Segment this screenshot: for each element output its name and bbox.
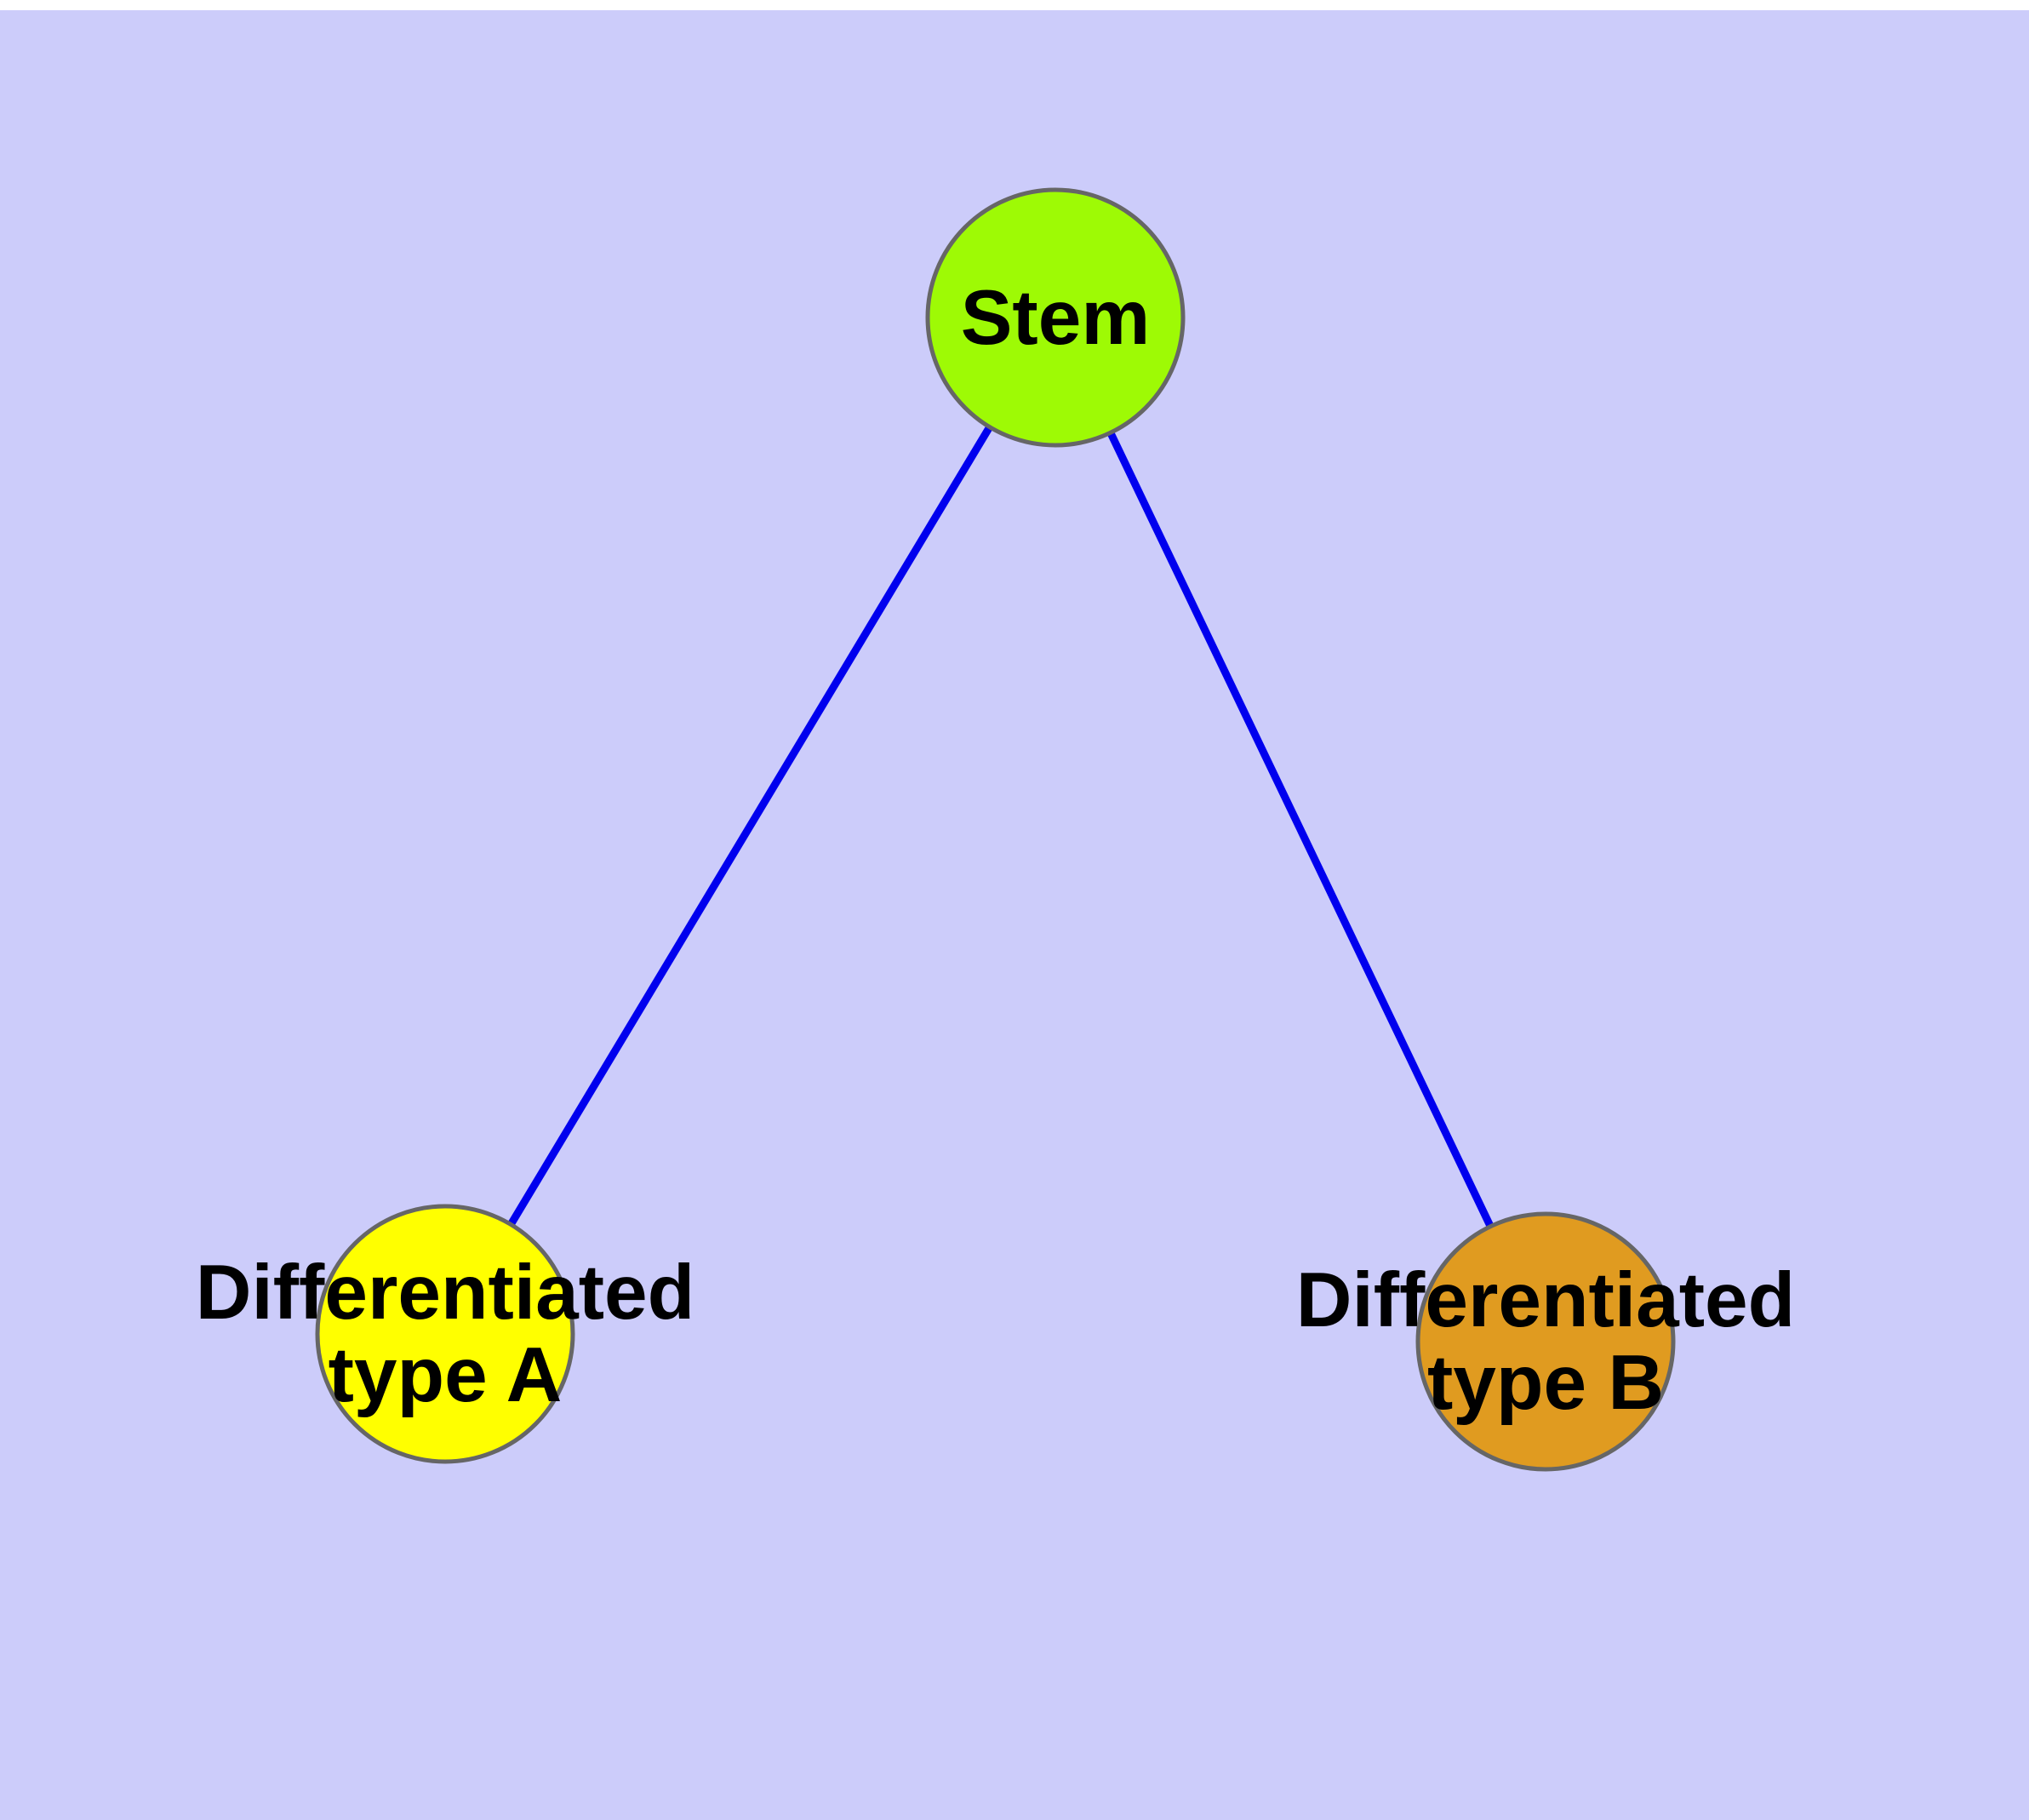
node-layer	[315, 187, 1676, 1472]
node-differentiated-type-b[interactable]	[1415, 1211, 1676, 1472]
node-differentiated-type-a[interactable]	[315, 1204, 575, 1464]
edge-stem-to-differentiated-type-a[interactable]	[442, 315, 1059, 1336]
node-stem[interactable]	[925, 187, 1186, 448]
edge-stem-to-differentiated-type-b[interactable]	[1051, 316, 1550, 1343]
edge-layer	[442, 315, 1550, 1343]
